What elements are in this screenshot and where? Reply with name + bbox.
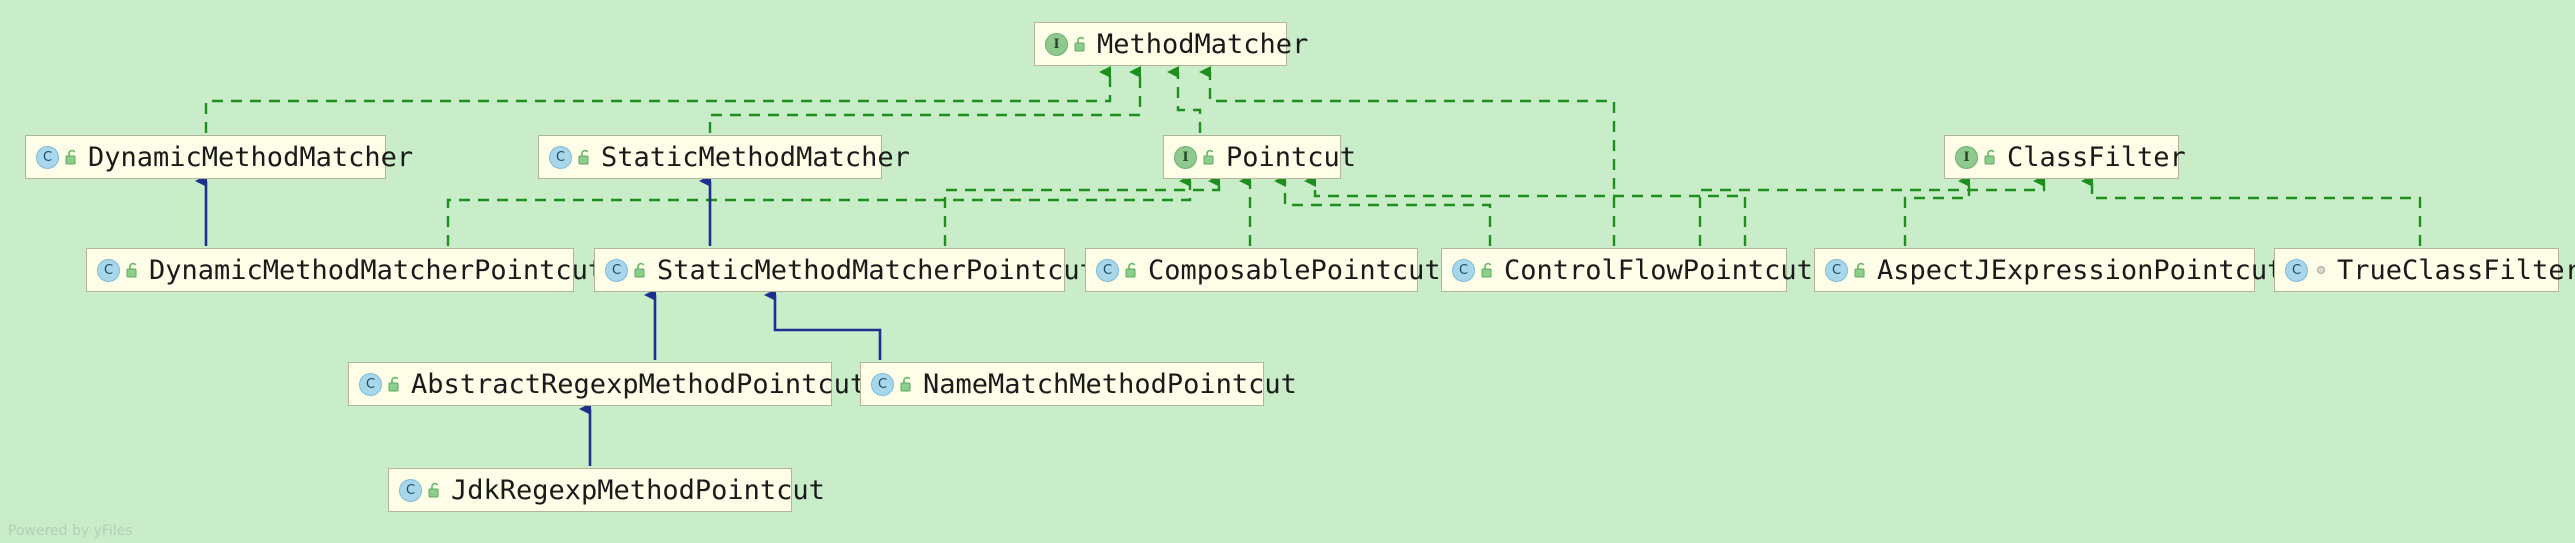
edge-dynamicmethodmatcher-methodmatcher — [204, 66, 1112, 133]
uml-node-namematchmethodpointcut[interactable]: C NameMatchMethodPointcut — [860, 362, 1297, 406]
edge-aspectjexpressionpointcut-pointcut — [1304, 175, 1747, 246]
public-lock-icon — [427, 481, 442, 499]
public-lock-icon — [1073, 35, 1088, 53]
public-lock-icon — [64, 148, 79, 166]
class-icon: C — [1825, 258, 1848, 282]
edge-staticmethodmatcher-methodmatcher — [708, 66, 1142, 133]
uml-node-aspectjexpressionpointcut[interactable]: C AspectJExpressionPointcut — [1814, 248, 2283, 292]
uml-node-label: StaticMethodMatcherPointcut — [657, 254, 1096, 286]
public-lock-icon — [1480, 261, 1495, 279]
edge-staticmethodmatcherpointcut-pointcut — [943, 175, 1221, 246]
public-lock-icon — [577, 148, 592, 166]
class-icon: C — [36, 145, 59, 169]
class-icon: C — [871, 372, 894, 396]
uml-node-label: Pointcut — [1226, 141, 1357, 173]
class-icon: C — [1452, 258, 1475, 282]
class-icon: C — [359, 372, 382, 396]
interface-icon: I — [1045, 32, 1068, 56]
edge-trueclassfilter-classfilter — [2081, 175, 2422, 246]
uml-node-dynamicmethodmatcher[interactable]: C DynamicMethodMatcher — [25, 135, 413, 179]
edge-controlflowpointcut-pointcut — [1274, 175, 1492, 246]
yfiles-watermark: Powered by yFiles — [8, 523, 133, 539]
edge-pointcut-methodmatcher — [1167, 66, 1202, 133]
uml-node-jdkregexpmethodpointcut[interactable]: C JdkRegexpMethodPointcut — [388, 468, 825, 512]
uml-node-trueclassfilter[interactable]: C TrueClassFilter — [2274, 248, 2575, 292]
interface-icon: I — [1955, 145, 1978, 169]
uml-node-label: NameMatchMethodPointcut — [923, 368, 1297, 400]
uml-node-label: JdkRegexpMethodPointcut — [451, 474, 825, 506]
class-icon: C — [97, 258, 120, 282]
class-icon: C — [2285, 258, 2308, 282]
uml-node-label: DynamicMethodMatcher — [88, 141, 414, 173]
public-lock-icon — [899, 375, 914, 393]
uml-node-staticmethodmatcherpointcut[interactable]: C StaticMethodMatcherPointcut — [594, 248, 1096, 292]
inheritance-edges — [195, 175, 882, 466]
class-icon: C — [605, 258, 628, 282]
edge-controlflowpointcut-classfilter — [1698, 175, 2046, 246]
realization-edges — [204, 66, 2422, 246]
uml-node-classfilter[interactable]: I ClassFilter — [1944, 135, 2186, 179]
class-icon: C — [549, 145, 572, 169]
uml-node-label: MethodMatcher — [1097, 28, 1309, 60]
public-lock-icon — [1983, 148, 1998, 166]
package-dot — [2316, 266, 2325, 274]
uml-node-abstractregexpmethodpointcut[interactable]: C AbstractRegexpMethodPointcut — [348, 362, 866, 406]
uml-node-label: TrueClassFilter — [2337, 254, 2575, 286]
class-icon: C — [1096, 258, 1119, 282]
public-lock-icon — [1124, 261, 1139, 279]
uml-node-label: AbstractRegexpMethodPointcut — [411, 368, 867, 400]
uml-node-pointcut[interactable]: I Pointcut — [1163, 135, 1356, 179]
edge-dynamicmethodmatcherpointcut-pointcut — [446, 175, 1192, 246]
public-lock-icon — [1202, 148, 1217, 166]
class-icon: C — [399, 478, 422, 502]
public-lock-icon — [1853, 261, 1868, 279]
edge-namematchmethodpointcut-staticmethodmatcherpointcut — [764, 289, 882, 360]
uml-node-label: ClassFilter — [2007, 141, 2186, 173]
edge-controlflowpointcut-methodmatcher — [1199, 66, 1616, 246]
uml-node-label: ControlFlowPointcut — [1504, 254, 1813, 286]
uml-node-label: ComposablePointcut — [1148, 254, 1441, 286]
uml-node-controlflowpointcut[interactable]: C ControlFlowPointcut — [1441, 248, 1813, 292]
uml-node-staticmethodmatcher[interactable]: C StaticMethodMatcher — [538, 135, 910, 179]
interface-icon: I — [1174, 145, 1197, 169]
uml-node-label: AspectJExpressionPointcut — [1877, 254, 2284, 286]
public-lock-icon — [387, 375, 402, 393]
uml-node-dynamicmethodmatcherpointcut[interactable]: C DynamicMethodMatcherPointcut — [86, 248, 604, 292]
public-lock-icon — [125, 261, 140, 279]
uml-node-composablepointcut[interactable]: C ComposablePointcut — [1085, 248, 1441, 292]
public-lock-icon — [633, 261, 648, 279]
package-visibility-icon — [2313, 261, 2328, 279]
uml-node-label: StaticMethodMatcher — [601, 141, 910, 173]
uml-node-label: DynamicMethodMatcherPointcut — [149, 254, 605, 286]
uml-node-methodmatcher[interactable]: I MethodMatcher — [1034, 22, 1308, 66]
